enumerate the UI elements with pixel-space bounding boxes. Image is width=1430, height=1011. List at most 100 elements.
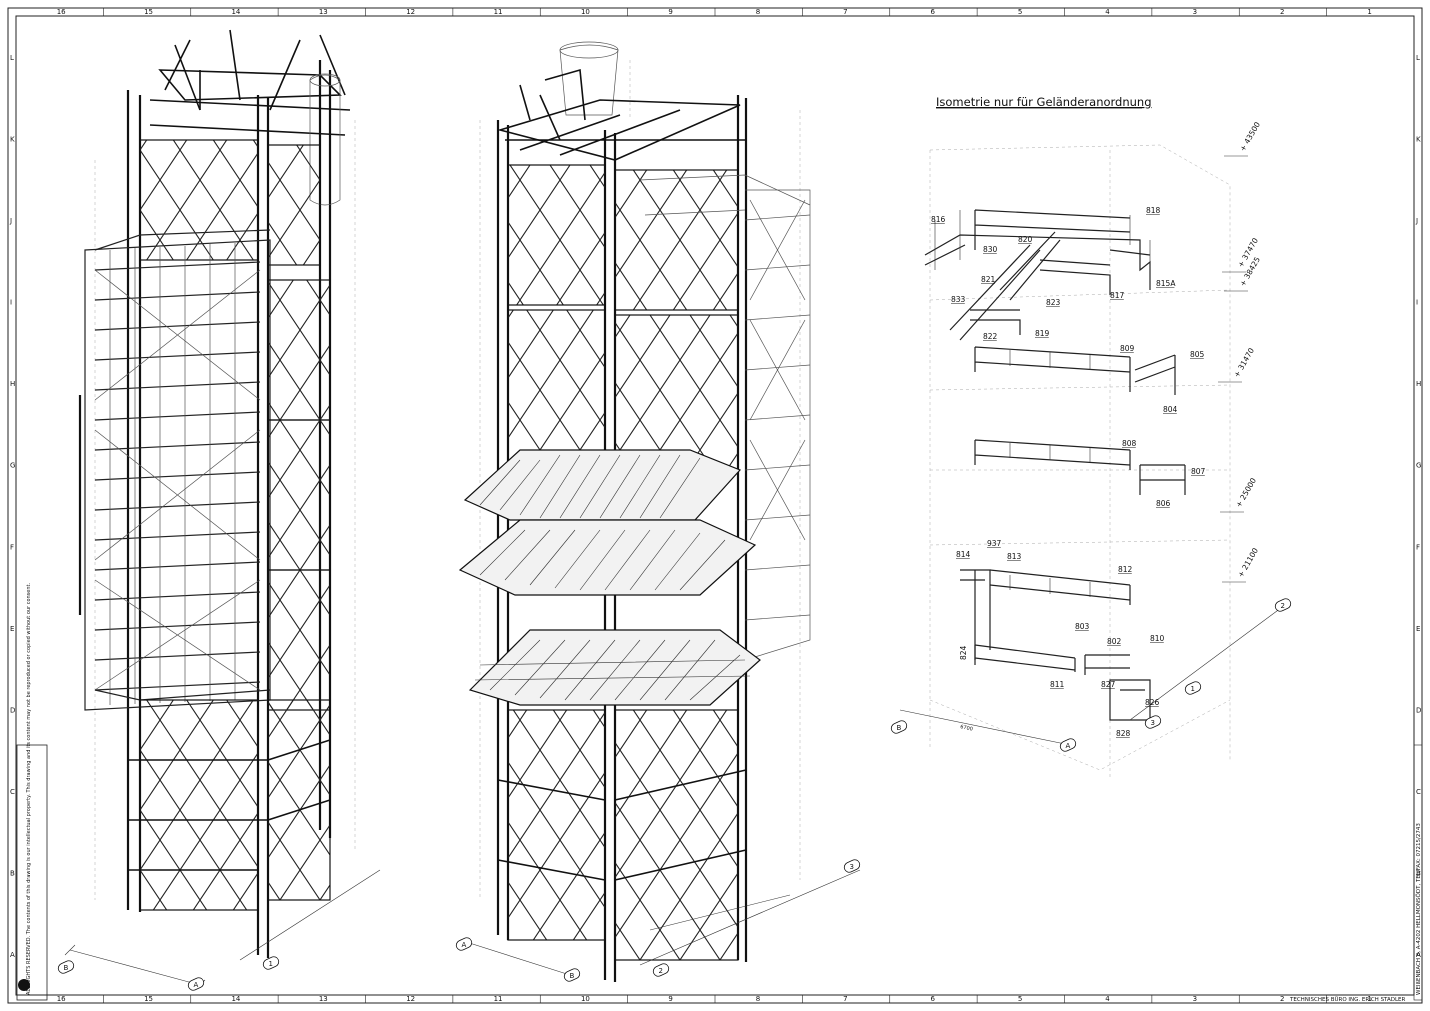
part-number-827: 827 [1101,680,1116,689]
frame-column-label: 8 [756,8,760,16]
title-block-address: WEIßENBACH 8, A-4202 HELLMONSÖDT, TEL/FA… [1415,823,1422,995]
copyright-note: ALL RIGHTS RESERVED. The contents of thi… [16,583,48,1001]
frame-row-label: L [10,54,14,62]
left-tower-platform-block [78,229,271,711]
frame-row-label: C [10,788,15,796]
railing-level-21100 [960,569,1151,721]
frame-column-label: 14 [231,995,240,1003]
axis-marker-capsule [262,956,280,970]
frame-row-label: I [10,299,12,307]
frame-column-label: 5 [1018,995,1022,1003]
frame-column-label: 16 [57,995,66,1003]
frame-row-label: J [1415,217,1418,225]
title-block-office: TECHNISCHES BÜRO ING. ERICH STADLER [1289,996,1406,1003]
axis-marker-b: B [64,964,69,972]
frame-column-label: 16 [57,8,66,16]
part-number-816: 816 [931,215,946,224]
part-number-813: 813 [1007,552,1022,561]
frame-column-label: 13 [319,995,328,1003]
frame-row-label: E [10,625,14,633]
drawing-title: Isometrie nur für Geländeranordnung [936,95,1152,109]
frame-row-label: I [1416,299,1418,307]
frame-column-label: 4 [1105,8,1110,16]
axis-marker-a: A [1066,742,1071,750]
frame-column-label: 12 [406,995,415,1003]
part-number-823: 823 [1046,298,1061,307]
middle-tower-isometric [458,41,861,982]
part-number-807: 807 [1191,467,1206,476]
axis-marker-3: 3 [1151,719,1155,727]
railing-level-top [924,209,1151,341]
railing-isometric: Isometrie nur für Geländeranordnung [899,95,1286,780]
frame-column-label: 11 [494,995,503,1003]
frame-column-label: 12 [406,8,415,16]
axis-marker-capsule [187,977,205,991]
axis-marker-capsule [1274,598,1292,612]
part-number-937: 937 [987,539,1002,548]
frame-row-label: F [10,543,14,551]
elevation-label: + 21100 [1236,546,1260,579]
frame-column-label: 7 [843,995,847,1003]
title-block: WEIßENBACH 8, A-4202 HELLMONSÖDT, TEL/FA… [1289,744,1423,1003]
elevation-labels: + 43500+ 37470+ 38425+ 31470+ 25000+ 211… [1218,120,1262,583]
frame-row-label: F [1416,543,1420,551]
part-number-822: 822 [983,332,998,341]
copyright-text: ALL RIGHTS RESERVED. The contents of thi… [26,583,32,995]
axis-marker-capsule [652,963,670,977]
axis-marker-a: A [462,941,467,949]
frame-column-label: 1 [1367,995,1371,1003]
axis-marker-capsule [1184,681,1202,695]
frame-column-label: 9 [668,8,672,16]
company-logo [18,979,30,991]
elevation-label: + 31470 [1232,346,1256,379]
frame-column-label: 2 [1280,995,1284,1003]
part-number-806: 806 [1156,499,1171,508]
axis-marker-capsule [890,720,908,734]
dimension-value: 6700 [960,724,974,733]
frame-row-label: B [10,870,15,878]
part-number-811: 811 [1050,680,1065,689]
frame-column-label: 7 [843,8,847,16]
part-number-809: 809 [1120,344,1135,353]
axis-marker-2: 2 [1281,602,1285,610]
frame-row-label: K [10,135,15,143]
axis-marker-2: 2 [659,967,663,975]
middle-tower-platforms [458,449,761,706]
axis-marker-capsule [1059,738,1077,752]
frame-row-label: J [9,217,12,225]
frame-row-label: G [10,462,15,470]
part-number-826: 826 [1145,698,1160,707]
frame-row-label: H [1416,380,1421,388]
frame-row-label: H [10,380,15,388]
part-number-815a: 815A [1156,279,1176,288]
part-number-812: 812 [1118,565,1133,574]
frame-column-label: 6 [930,995,935,1003]
part-number-818: 818 [1146,206,1161,215]
part-number-833: 833 [951,295,966,304]
frame-row-label: B [1416,870,1421,878]
axis-marker-1: 1 [269,960,273,968]
railing-level-25000 [974,439,1186,495]
frame-column-label: 9 [668,995,672,1003]
axis-marker-capsule [1144,715,1162,729]
frame-column-label: 14 [231,8,240,16]
part-number-824: 824 [959,645,968,660]
frame-column-label: 10 [581,8,590,16]
frame-column-label: 15 [144,995,153,1003]
part-number-808: 808 [1122,439,1137,448]
part-number-830: 830 [983,245,998,254]
railing-level-31470 [974,346,1176,395]
frame-column-label: 11 [494,8,503,16]
axis-marker-capsule [563,968,581,982]
frame-column-label: 13 [319,8,328,16]
frame-column-label: 15 [144,8,153,16]
axis-marker-1: 1 [1191,685,1195,693]
elevation-label: + 25000 [1234,476,1258,509]
part-number-819: 819 [1035,329,1050,338]
